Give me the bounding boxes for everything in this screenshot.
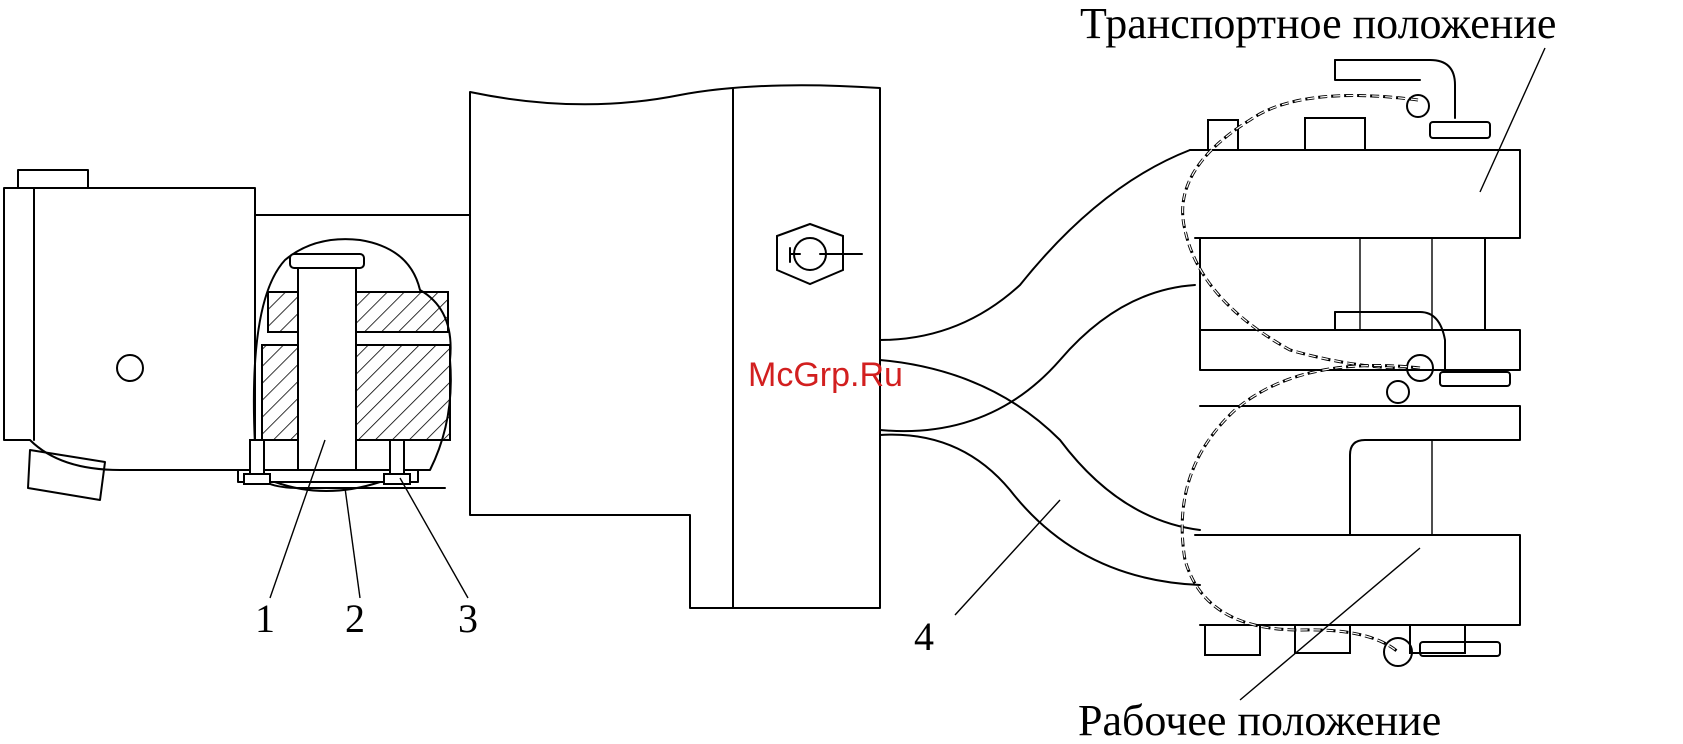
bolt-right: [390, 440, 404, 474]
upper-nut: [1305, 118, 1365, 150]
transport-position-label: Транспортное положение: [1080, 0, 1556, 48]
upper-clevis: [1190, 60, 1520, 370]
safety-chains: [1182, 96, 1420, 653]
callout-3: 3: [458, 596, 478, 641]
drawbar: [880, 150, 1200, 585]
lower-clevis: [1195, 312, 1520, 666]
watermark: McGrp.Ru: [748, 356, 903, 394]
center-body: [470, 85, 880, 608]
pin-body: [298, 262, 356, 470]
pin-hole: [117, 355, 143, 381]
callout-2: 2: [345, 596, 365, 641]
callout-4: 4: [914, 614, 934, 659]
working-position-label: Рабочее положение: [1078, 696, 1441, 744]
bolt-left: [250, 440, 264, 474]
callout-1: 1: [255, 596, 275, 641]
hex-nut: [777, 224, 862, 284]
lower-nut: [1205, 625, 1260, 655]
section-cutaway: [238, 239, 451, 491]
